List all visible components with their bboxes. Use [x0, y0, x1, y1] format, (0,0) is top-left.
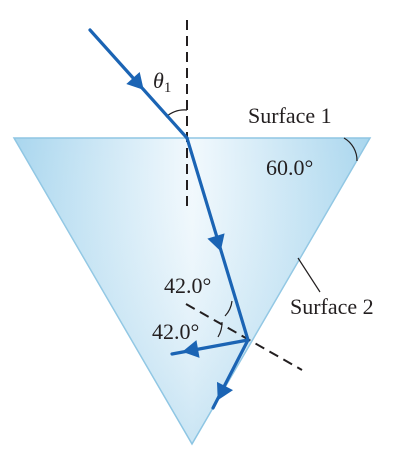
surface-2-leader — [297, 257, 321, 293]
arrowhead-incident — [126, 71, 144, 90]
incident-angle-arc — [224, 300, 233, 317]
surface-1-label: Surface 1 — [248, 103, 332, 128]
arrowhead-down — [216, 381, 234, 401]
arrowhead-exit — [182, 340, 200, 358]
apex-angle-label: 60.0° — [266, 155, 313, 180]
apex-angle-arc — [343, 137, 358, 162]
theta-1-label: θ1 — [153, 68, 171, 96]
reflected-angle-label: 42.0° — [152, 319, 199, 344]
reflected-angle-arc — [217, 321, 223, 338]
incident-angle-label: 42.0° — [164, 273, 211, 298]
surface-2-label: Surface 2 — [290, 294, 374, 319]
normal-line-surface-2 — [185, 303, 303, 371]
arrowhead-refracted — [207, 233, 225, 252]
prism-shade — [14, 138, 370, 444]
